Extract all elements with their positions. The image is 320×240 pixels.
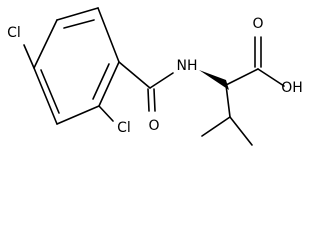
stereocenter-wedge-bond: [199, 70, 229, 90]
isopropyl-bond: [201, 116, 231, 137]
aromatic-inner-bond: [40, 69, 60, 114]
ring-bond: [33, 19, 58, 69]
carbonyl-double-bond: [153, 88, 156, 112]
ring-bond: [98, 61, 120, 107]
ring-chlorine-bond: [23, 44, 35, 69]
carbonyl-nitrogen-bond: [149, 72, 174, 89]
alpha-carboxyl-bond: [225, 68, 259, 86]
aromatic-inner-bond: [63, 19, 95, 29]
aromatic-inner-bond: [92, 63, 110, 100]
ring-bond: [97, 7, 120, 63]
carboxyl-hydroxyl-bond: [257, 68, 285, 87]
carbonyl-double-bond: [147, 88, 150, 112]
acid-oxygen-label: O: [252, 16, 263, 32]
molecule-structure-canvas: Cl Cl O NH O OH: [7, 7, 303, 146]
molecule-structure: Cl Cl O NH O OH: [7, 7, 303, 146]
chlorine-top-label: Cl: [7, 25, 21, 41]
carbonyl-oxygen-label: O: [148, 118, 159, 134]
chlorine-bottom-label: Cl: [117, 120, 131, 136]
ring-bond: [56, 7, 99, 21]
aryl-carbonyl-bond: [118, 61, 151, 89]
alpha-side-chain-bond: [225, 84, 231, 118]
ring-bond: [33, 67, 58, 125]
amide-nh-label: NH: [177, 58, 198, 74]
ring-bond: [56, 105, 100, 125]
isopropyl-bond: [229, 116, 253, 146]
acid-hydroxyl-label: OH: [281, 80, 303, 96]
ring-chlorine-bond: [98, 105, 114, 122]
